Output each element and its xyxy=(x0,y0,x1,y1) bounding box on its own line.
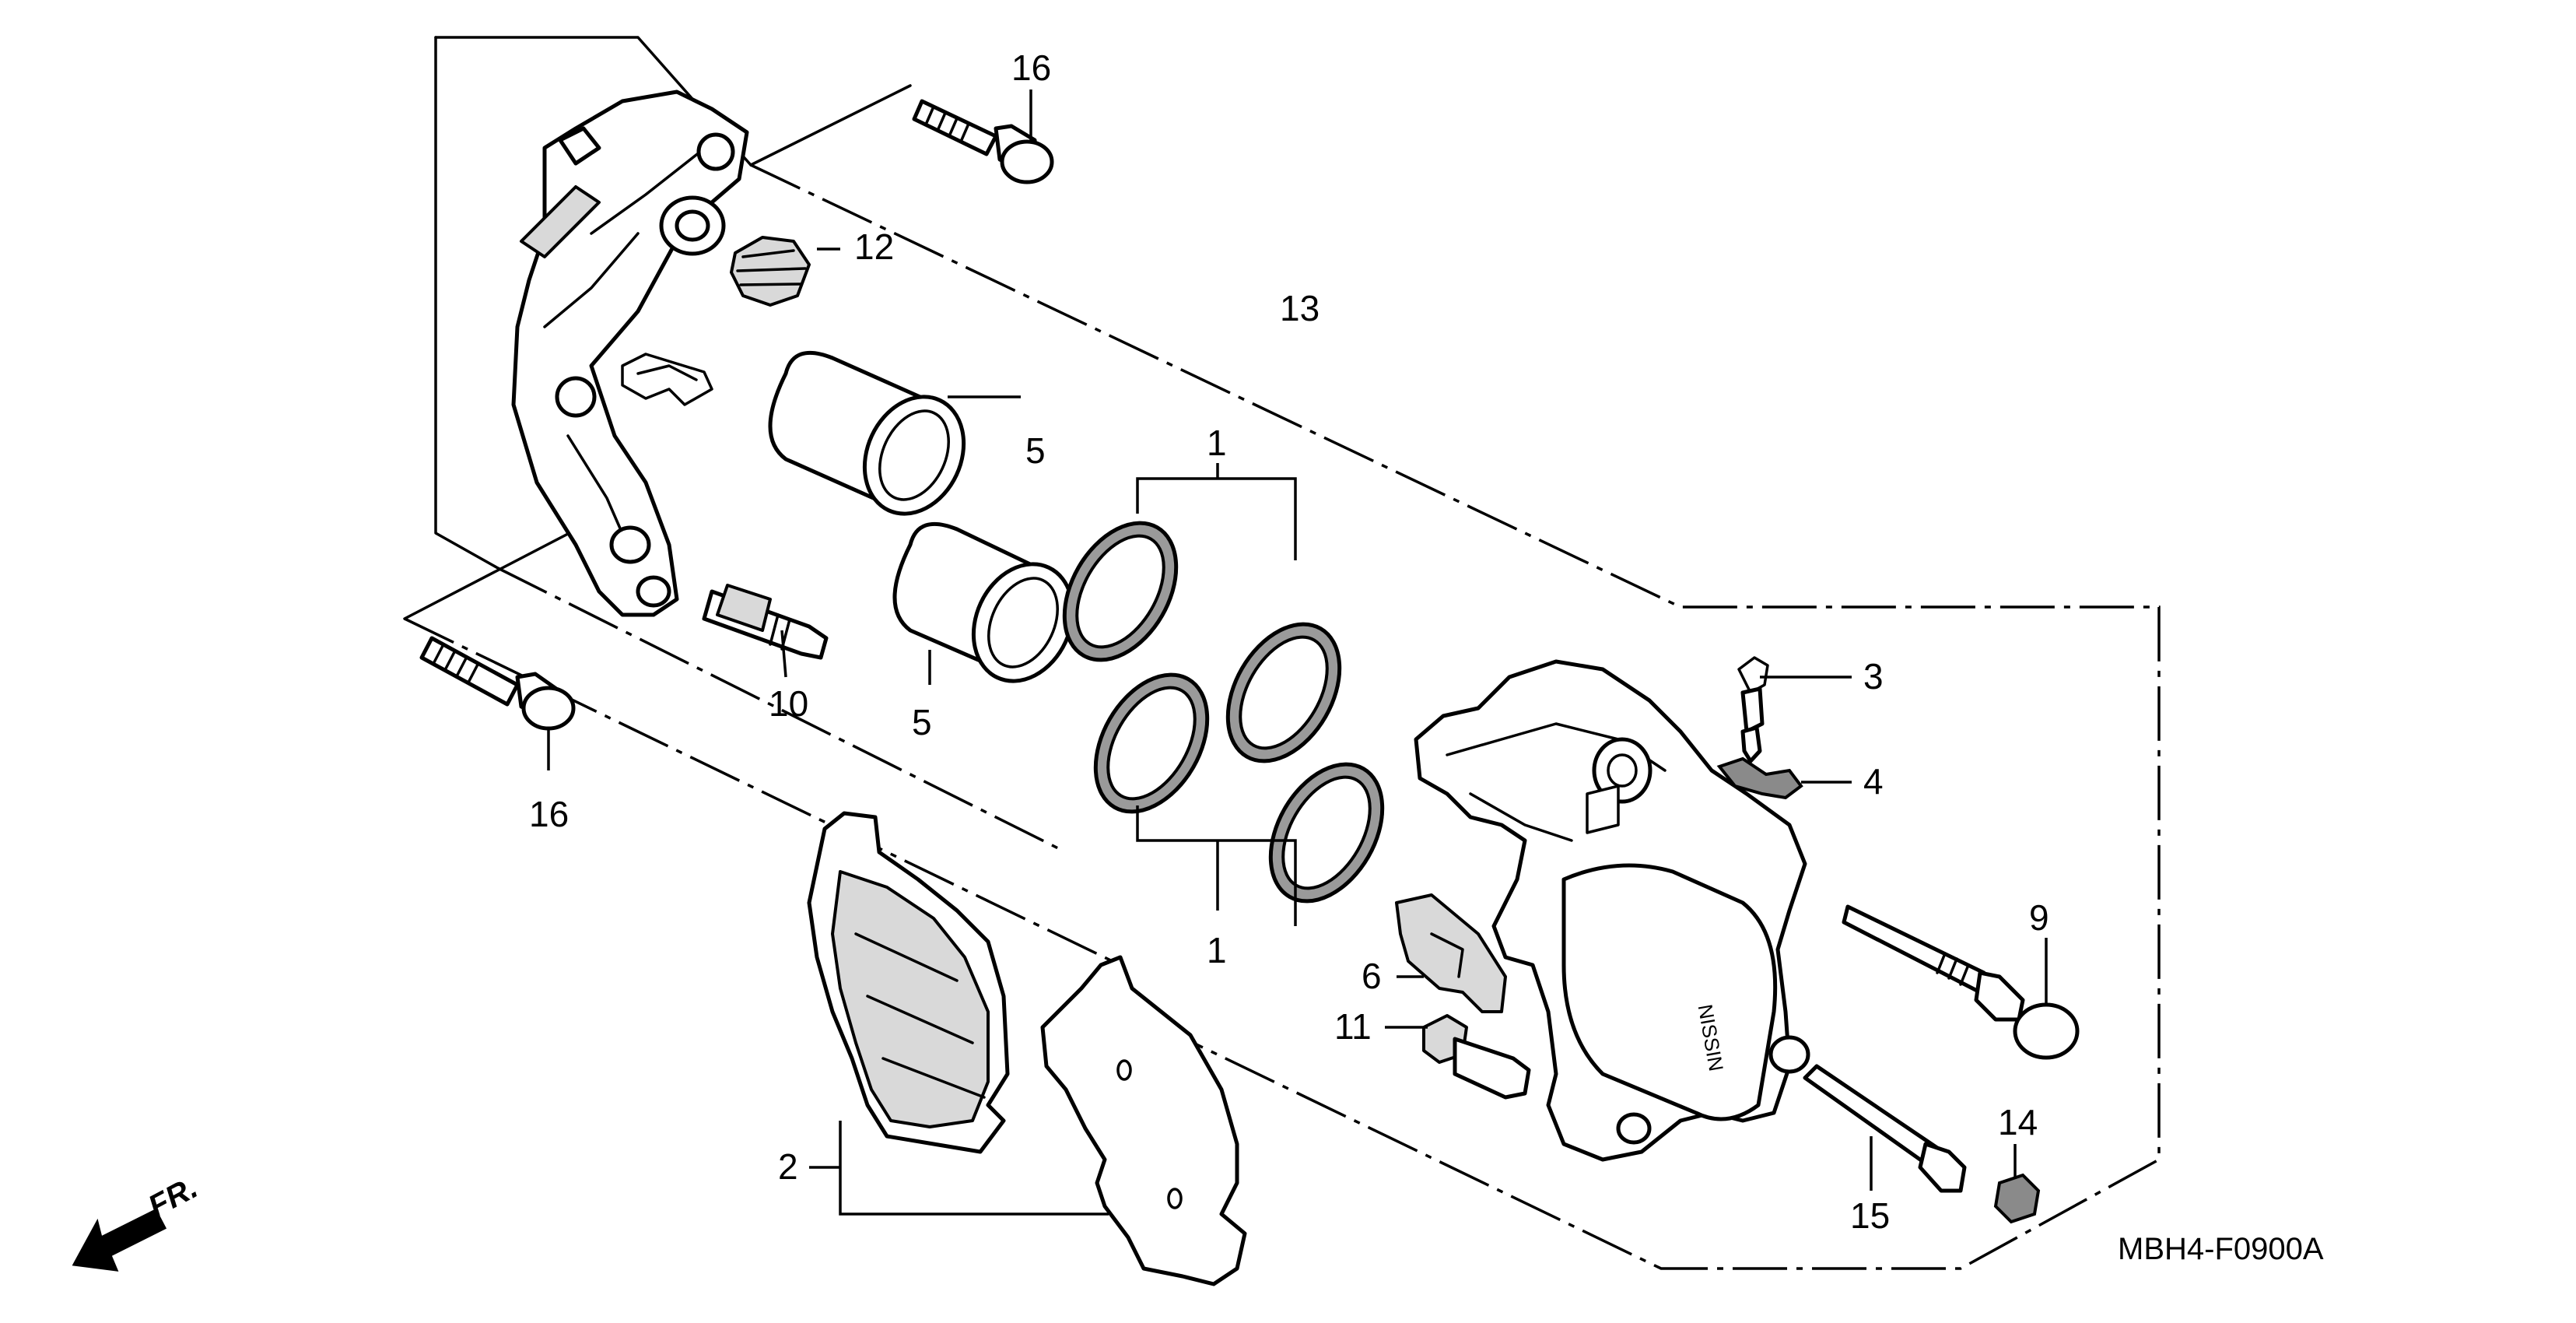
bracket-pin xyxy=(702,584,829,660)
bracket-bolt-lower xyxy=(419,636,576,731)
pad-pin-bolt xyxy=(1422,1014,1531,1100)
callout-13: 13 xyxy=(1280,288,1320,328)
piston-seal-b xyxy=(1225,622,1342,763)
callout-1-top: 1 xyxy=(1207,423,1227,463)
callout-14: 14 xyxy=(1998,1102,2038,1142)
callout-5-upper: 5 xyxy=(1025,430,1046,471)
front-arrow-icon xyxy=(72,1208,167,1272)
callout-4: 4 xyxy=(1863,761,1884,802)
callout-11: 11 xyxy=(1334,1006,1372,1047)
piston-seal-d xyxy=(1268,762,1385,904)
brake-pad-front xyxy=(1040,955,1247,1286)
piston-upper xyxy=(768,350,966,516)
pin-boot xyxy=(730,236,811,307)
pad-spring xyxy=(1395,893,1507,1013)
callout-9: 9 xyxy=(2029,897,2049,938)
caliper-body: NISSIN xyxy=(1414,659,1810,1162)
piston-seal-c xyxy=(1093,672,1210,814)
front-direction-indicator: FR. xyxy=(72,1170,203,1272)
callout-1-bottom: 1 xyxy=(1207,930,1227,970)
rubber-plug xyxy=(1993,1173,2041,1224)
callout-10: 10 xyxy=(769,683,808,724)
callout-6: 6 xyxy=(1362,956,1382,996)
caliper-bracket xyxy=(511,89,749,617)
callout-16-top: 16 xyxy=(1011,47,1051,88)
callout-15: 15 xyxy=(1850,1195,1890,1236)
drawing-code: MBH4-F0900A xyxy=(2118,1232,2324,1266)
bleeder-valve xyxy=(1737,656,1769,763)
leader-lines xyxy=(547,89,2048,1216)
bracket-bolt-upper xyxy=(912,99,1054,184)
piston-lower xyxy=(892,521,1075,683)
piston-seal-a xyxy=(1062,521,1179,662)
callout-12: 12 xyxy=(854,226,894,267)
pad-retainer-clip xyxy=(621,353,713,406)
callout-2: 2 xyxy=(778,1146,798,1187)
brake-pad-rear xyxy=(807,811,1010,1154)
caliper-pin xyxy=(1803,1064,1967,1193)
callout-5-lower: 5 xyxy=(912,702,932,742)
callout-3: 3 xyxy=(1863,656,1884,697)
bleeder-cap xyxy=(1716,756,1803,800)
callouts: 12 16 13 5 5 10 16 1 1 2 3 4 6 11 9 14 1… xyxy=(529,47,2049,1236)
caliper-long-bolt xyxy=(1842,904,2080,1060)
callout-16-bottom: 16 xyxy=(529,794,569,834)
